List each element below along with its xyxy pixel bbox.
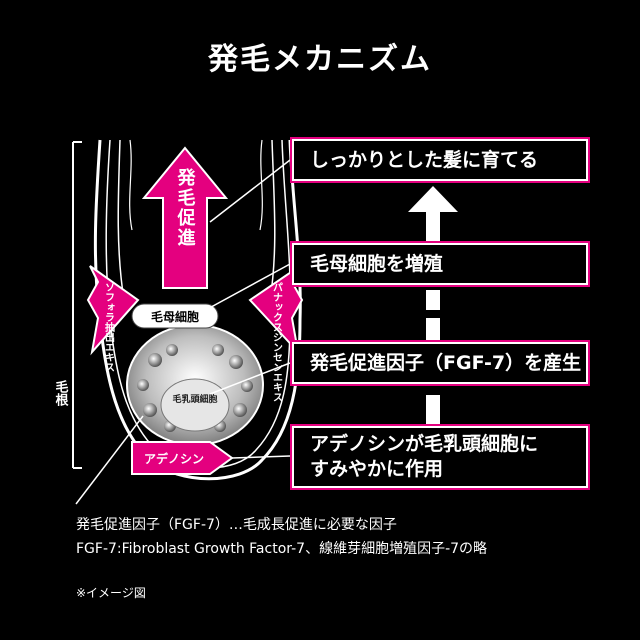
page-title: 発毛メカニズム [208, 42, 432, 77]
result-box-cell-proliferation: 毛母細胞を増殖 [290, 241, 590, 287]
capsule-label: 毛母細胞 [151, 309, 199, 324]
bottom-arrow [131, 441, 234, 475]
capsule-shape [131, 303, 219, 329]
result-text-line2: すみやかに作用 [310, 458, 444, 480]
result-text: しっかりとした髪に育てる [310, 148, 539, 171]
left-label: ソフォラ抽出エキス [103, 282, 115, 372]
footnote-image: ※イメージ図 [76, 586, 146, 600]
result-text: 発毛促進因子（FGF-7）を産生 [310, 351, 582, 374]
dermal-papilla [160, 378, 230, 432]
result-box-adenosine: アデノシンが毛乳頭細胞に すみやかに作用 [290, 424, 590, 490]
result-box-hair-growth: しっかりとした髪に育てる [290, 137, 590, 183]
growth-arrow [141, 146, 229, 289]
root-bracket [72, 141, 82, 469]
bottom-label: アデノシン [144, 451, 204, 466]
arrow-label: 発毛促進 [175, 167, 197, 248]
footnote-fgf7: 発毛促進因子（FGF-7）…毛成長促進に必要な因子 [76, 517, 397, 533]
progress-arrow [408, 186, 458, 425]
leader-lines [75, 159, 291, 505]
left-arrow [86, 265, 140, 356]
papilla-label: 毛乳頭細胞 [172, 393, 217, 405]
result-box-fgf7: 発毛促進因子（FGF-7）を産生 [290, 340, 590, 386]
result-text-line1: アデノシンが毛乳頭細胞に [310, 433, 539, 456]
cell-dots [137, 344, 253, 432]
footnote-fgf7-abbrev: FGF-7:Fibroblast Growth Factor-7、線維芽細胞増殖… [76, 541, 488, 557]
side-label: 毛根 [53, 379, 69, 407]
right-label: パナックスジンセンエキス [271, 282, 283, 402]
result-text: 毛母細胞を増殖 [310, 252, 444, 275]
